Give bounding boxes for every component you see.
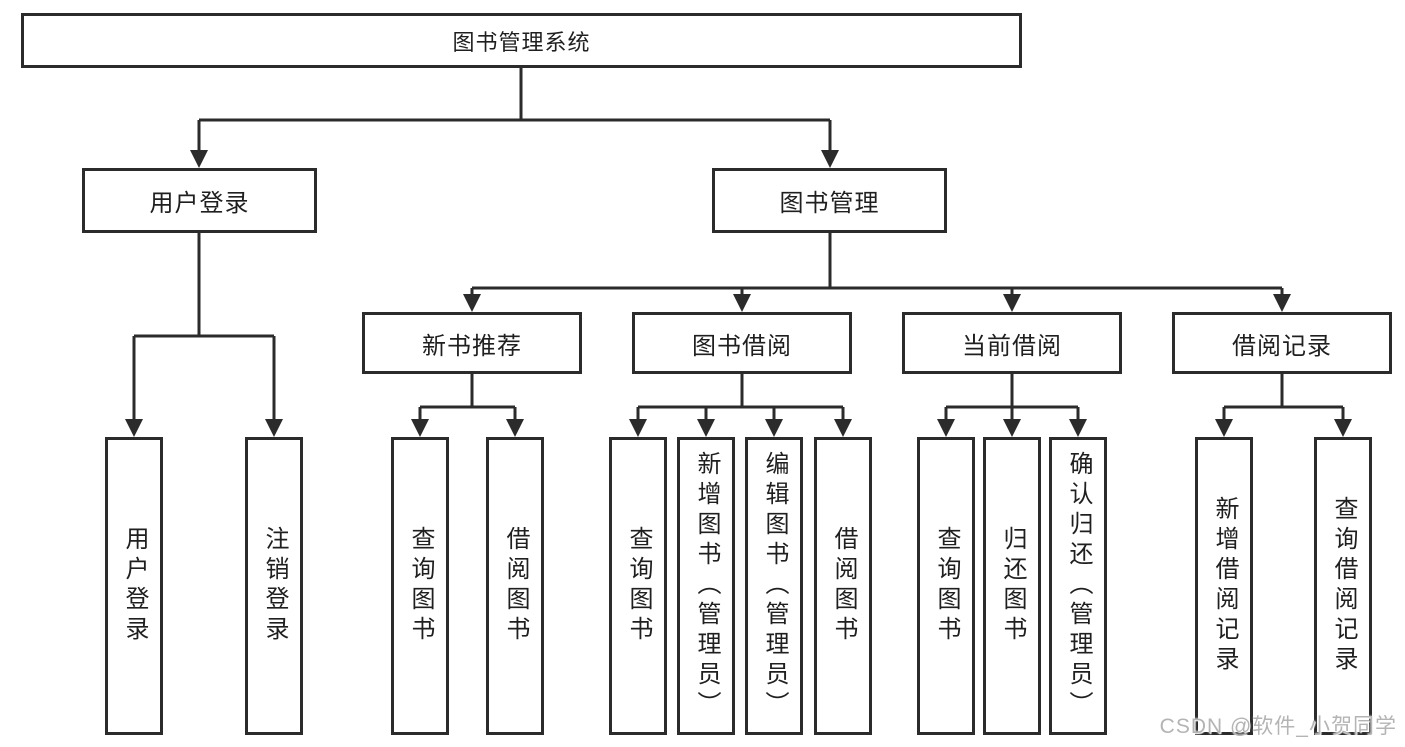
node-label: 图书管理系统	[452, 29, 591, 55]
leaf-add-borrow-record: 新增借阅记录	[1195, 437, 1253, 735]
node-label: 图书管理	[779, 190, 880, 217]
node-label: 新增借阅记录	[1211, 496, 1238, 676]
node-library-management-system: 图书管理系统	[21, 13, 1022, 68]
node-label: 借阅图书	[502, 526, 529, 646]
node-label: 查询借阅记录	[1330, 496, 1357, 676]
leaf-borrow-books-2: 借阅图书	[814, 437, 872, 735]
node-label: 用户登录	[149, 190, 250, 217]
node-label: 图书借阅	[692, 332, 792, 360]
leaf-user-login: 用户登录	[105, 437, 163, 735]
node-label: 注销登录	[261, 526, 288, 646]
node-label: 借阅图书	[830, 526, 857, 646]
node-label: 查询图书	[933, 526, 960, 646]
leaf-confirm-return-admin: 确认归还（管理员）	[1049, 437, 1107, 735]
leaf-query-books-3: 查询图书	[917, 437, 975, 735]
leaf-add-books-admin: 新增图书（管理员）	[677, 437, 735, 735]
node-borrowing-records: 借阅记录	[1172, 312, 1392, 374]
leaf-query-books-2: 查询图书	[609, 437, 667, 735]
node-book-management: 图书管理	[712, 168, 947, 233]
node-label: 新增图书（管理员）	[693, 451, 720, 721]
node-label: 当前借阅	[962, 332, 1062, 360]
node-label: 查询图书	[625, 526, 652, 646]
node-label: 借阅记录	[1232, 332, 1332, 360]
node-label: 确认归还（管理员）	[1065, 451, 1092, 721]
node-book-borrowing: 图书借阅	[632, 312, 852, 374]
node-user-login: 用户登录	[82, 168, 317, 233]
leaf-return-books: 归还图书	[983, 437, 1041, 735]
node-new-book-recommend: 新书推荐	[362, 312, 582, 374]
node-label: 用户登录	[121, 526, 148, 646]
leaf-query-borrow-record: 查询借阅记录	[1314, 437, 1372, 735]
node-current-borrowing: 当前借阅	[902, 312, 1122, 374]
node-label: 编辑图书（管理员）	[761, 451, 788, 721]
leaf-logout: 注销登录	[245, 437, 303, 735]
node-label: 查询图书	[407, 526, 434, 646]
leaf-query-books-1: 查询图书	[391, 437, 449, 735]
node-label: 新书推荐	[422, 332, 522, 360]
csdn-watermark: CSDN @软件_小贺同学	[1159, 715, 1397, 738]
node-label: 归还图书	[999, 526, 1026, 646]
leaf-edit-books-admin: 编辑图书（管理员）	[745, 437, 803, 735]
leaf-borrow-books-1: 借阅图书	[486, 437, 544, 735]
tree-edges	[132, 68, 1345, 421]
